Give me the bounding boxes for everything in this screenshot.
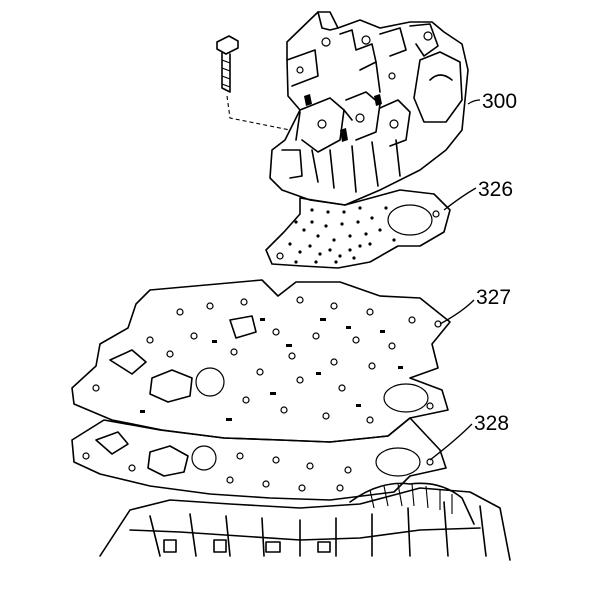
bolt	[216, 35, 239, 93]
transmission-case	[99, 482, 511, 561]
spacer-plate-gasket-upper	[71, 279, 451, 443]
spacer-plate-gasket-lower	[71, 417, 447, 501]
callout-326: 326	[478, 178, 513, 201]
callout-328: 328	[474, 412, 509, 435]
callout-300: 300	[482, 90, 517, 113]
valve-body	[269, 11, 469, 206]
filter-screen-gasket	[265, 189, 451, 269]
alignment-dashed-line	[226, 95, 291, 131]
callout-leaders	[429, 99, 481, 461]
callout-327: 327	[476, 286, 511, 309]
